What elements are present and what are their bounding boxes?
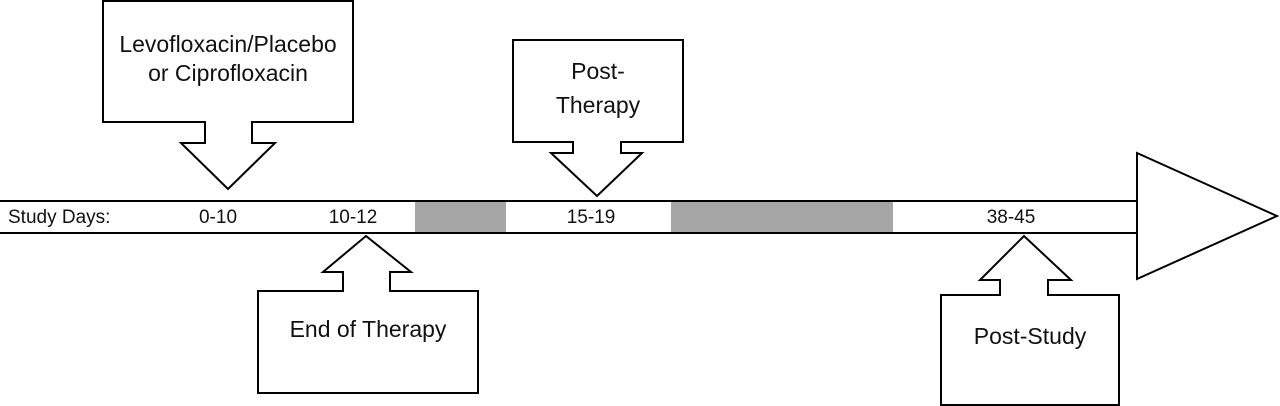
treatment-callout-shape [102, 0, 354, 191]
gap-block-2 [671, 202, 893, 232]
gap-block-1 [415, 202, 506, 232]
study-days-label: Study Days: [8, 207, 111, 228]
period-label-10-12: 10-12 [328, 207, 378, 228]
post-study-callout-text: Post-Study [973, 323, 1087, 349]
period-label-38-45: 38-45 [986, 207, 1036, 228]
timeline-arrowhead [1136, 151, 1280, 281]
post-study-callout-shape [940, 234, 1120, 406]
treatment-callout-line-1: Levofloxacin/Placebo [119, 31, 337, 57]
end-of-therapy-callout-shape [257, 234, 479, 394]
post-therapy-callout-line-1: Post- [571, 58, 625, 84]
period-label-0-10: 0-10 [198, 207, 238, 228]
post-therapy-callout-shape [512, 39, 684, 198]
treatment-callout-line-2: or Ciprofloxacin [148, 60, 308, 86]
end-of-therapy-callout-text: End of Therapy [289, 316, 447, 342]
period-label-15-19: 15-19 [566, 207, 616, 228]
post-therapy-callout-line-2: Therapy [555, 92, 641, 118]
